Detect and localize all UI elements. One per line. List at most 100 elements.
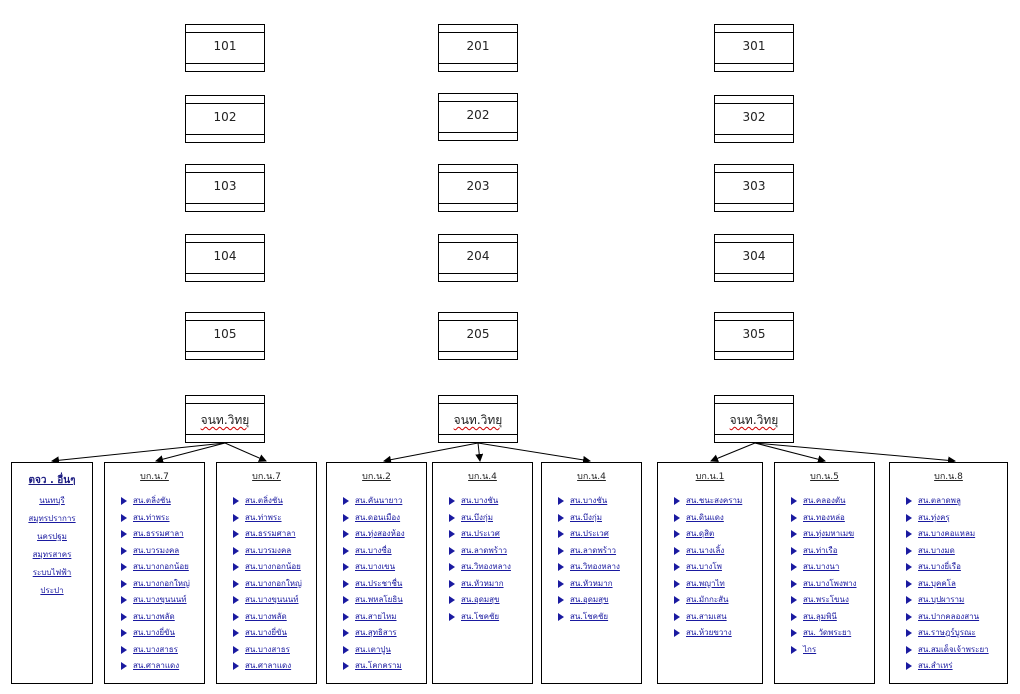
panel-title: บก.น.5 <box>810 472 839 482</box>
station-item[interactable]: สน.บางยี่ขัน <box>121 625 204 642</box>
play-triangle-icon <box>449 612 455 621</box>
play-triangle-icon <box>906 596 912 604</box>
station-item[interactable]: สน.ปากคลองสาน <box>906 609 1007 626</box>
station-item[interactable]: สน.บางขุนนนท์ <box>233 592 316 609</box>
station-item[interactable]: สน.สำเหร่ <box>906 658 1007 675</box>
station-item[interactable]: สน.บึงกุ่ม <box>558 510 641 527</box>
station-item[interactable]: สน. วัดพระยา <box>791 625 874 642</box>
station-item[interactable]: สน.โชคชัย <box>449 609 532 626</box>
link-item[interactable]: สมุทรปราการ <box>28 514 76 523</box>
station-item[interactable]: สน.พหลโยธิน <box>343 592 426 609</box>
station-item[interactable]: สน.บางกอกใหญ่ <box>233 576 316 593</box>
station-item[interactable]: สน.เตาปูน <box>343 642 426 659</box>
station-item[interactable]: สน.ท่าพระ <box>233 510 316 527</box>
station-item[interactable]: สน.หัวหมาก <box>558 576 641 593</box>
station-item[interactable]: สน.คันนายาว <box>343 493 426 510</box>
station-item[interactable]: สน.ลาดพร้าว <box>449 543 532 560</box>
station-item[interactable]: สน.ศาลาแดง <box>121 658 204 675</box>
link-item[interactable]: นครปฐม <box>37 532 67 541</box>
station-item[interactable]: สน.บางโพงพาง <box>791 576 874 593</box>
station-item[interactable]: สน.บางกอกน้อย <box>121 559 204 576</box>
station-item[interactable]: สน.ทุ่งสองห้อง <box>343 526 426 543</box>
station-item[interactable]: สน.บึงกุ่ม <box>449 510 532 527</box>
station-item[interactable]: สน.ธรรมศาลา <box>233 526 316 543</box>
station-item[interactable]: สน.ธรรมศาลา <box>121 526 204 543</box>
station-item[interactable]: สน.วิทองหลาง <box>558 559 641 576</box>
station-item[interactable]: สน.ทุ่งมหาเมฆ <box>791 526 874 543</box>
play-triangle-icon <box>558 596 564 604</box>
station-item[interactable]: สน.วิทองหลาง <box>449 559 532 576</box>
station-item[interactable]: สน.บุปผาราม <box>906 592 1007 609</box>
station-item[interactable]: สน.พญาไท <box>674 576 762 593</box>
station-item[interactable]: สน.บางชัน <box>449 493 532 510</box>
station-item[interactable]: สน.ดินแดง <box>674 510 762 527</box>
station-item[interactable]: สน.บุคคโล <box>906 576 1007 593</box>
station-label: สน.บางซื่อ <box>355 545 392 555</box>
station-item[interactable]: สน.คลองตัน <box>791 493 874 510</box>
play-triangle-icon <box>906 497 912 505</box>
station-item[interactable]: สน.บางยี่ขัน <box>233 625 316 642</box>
station-item[interactable]: สน.ตลาดพลู <box>906 493 1007 510</box>
station-item[interactable]: สน.บางขุนนนท์ <box>121 592 204 609</box>
station-item[interactable]: สน.บางซื่อ <box>343 543 426 560</box>
station-item[interactable]: สน.ราษฎร์บูรณะ <box>906 625 1007 642</box>
station-item[interactable]: สน.พระโขนง <box>791 592 874 609</box>
station-item[interactable]: สน.บางสาธร <box>121 642 204 659</box>
link-item[interactable]: นนทบุรี <box>39 496 65 505</box>
station-label: สน.บางพลัด <box>133 611 175 621</box>
station-item[interactable]: สน.บางพลัด <box>233 609 316 626</box>
station-item[interactable]: สน.บางมด <box>906 543 1007 560</box>
station-item[interactable]: สน.บางนา <box>791 559 874 576</box>
station-item[interactable]: สน.บางพลัด <box>121 609 204 626</box>
station-item[interactable]: สน.ประเวศ <box>558 526 641 543</box>
station-item[interactable]: สน.สายไหม <box>343 609 426 626</box>
station-item[interactable]: สน.บางยี่เรือ <box>906 559 1007 576</box>
station-item[interactable]: สน.สามเสน <box>674 609 762 626</box>
station-item[interactable]: สน.ประชาชื่น <box>343 576 426 593</box>
station-item[interactable]: สน.บางโพ <box>674 559 762 576</box>
station-item[interactable]: สน.ศาลาแดง <box>233 658 316 675</box>
link-item[interactable]: สมุทรสาคร <box>32 550 72 559</box>
station-item[interactable]: สน.อุดมสุข <box>558 592 641 609</box>
station-item[interactable]: สน.มักกะสัน <box>674 592 762 609</box>
station-item[interactable]: สน.ทองหล่อ <box>791 510 874 527</box>
station-item[interactable]: สน.บางสาธร <box>233 642 316 659</box>
station-label: สน.บางนา <box>803 562 840 571</box>
station-item[interactable]: สน.บางเขน <box>343 559 426 576</box>
station-item[interactable]: สน.บางกอกใหญ่ <box>121 576 204 593</box>
station-item[interactable]: สน.โคกคราม <box>343 658 426 675</box>
play-triangle-icon <box>121 596 127 604</box>
station-item[interactable]: สน.สมเด็จเจ้าพระยา <box>906 642 1007 659</box>
station-item[interactable]: สน.บางคอแหลม <box>906 526 1007 543</box>
station-item[interactable]: สน.นางเลิ้ง <box>674 543 762 560</box>
station-item[interactable]: สน.ชนะสงคราม <box>674 493 762 510</box>
station-item[interactable]: สน.ดุสิต <box>674 526 762 543</box>
station-item[interactable]: สน.ท่าพระ <box>121 510 204 527</box>
station-item[interactable]: สน.ลาดพร้าว <box>558 543 641 560</box>
station-item[interactable]: สน.หัวหมาก <box>449 576 532 593</box>
station-item[interactable]: สน.ท่าเรือ <box>791 543 874 560</box>
station-item[interactable]: สน.ดอนเมือง <box>343 510 426 527</box>
station-label: สน.ดินแดง <box>686 512 724 522</box>
station-item[interactable]: สน.ตลิ่งชัน <box>121 493 204 510</box>
unit-label: 201 <box>466 39 490 53</box>
station-item[interactable]: สน.โชคชัย <box>558 609 641 626</box>
station-item[interactable]: สน.สุทธิสาร <box>343 625 426 642</box>
station-item[interactable]: สน.ห้วยขวาง <box>674 625 762 642</box>
station-item[interactable]: สน.บวรมงคล <box>121 543 204 560</box>
station-item[interactable]: สน.ทุ่งครุ <box>906 510 1007 527</box>
station-item[interactable]: สน.ประเวศ <box>449 526 532 543</box>
station-item[interactable]: สน.บางกอกน้อย <box>233 559 316 576</box>
play-triangle-icon <box>791 645 797 654</box>
station-item[interactable]: สน.ตลิ่งชัน <box>233 493 316 510</box>
station-item[interactable]: สน.อุดมสุข <box>449 592 532 609</box>
link-item[interactable]: ระบบไฟฟ้า <box>32 568 72 577</box>
station-item[interactable]: สน.บางชัน <box>558 493 641 510</box>
play-triangle-icon <box>121 612 127 621</box>
station-item[interactable]: สน.ลุมพินี <box>791 609 874 626</box>
station-item[interactable]: ไกร <box>791 642 874 659</box>
station-label: สน.บุคคโล <box>918 578 956 588</box>
link-item[interactable]: ประปา <box>40 586 64 595</box>
station-list: สน.คลองตันสน.ทองหล่อสน.ทุ่งมหาเมฆสน.ท่าเ… <box>775 493 874 658</box>
station-item[interactable]: สน.บวรมงคล <box>233 543 316 560</box>
